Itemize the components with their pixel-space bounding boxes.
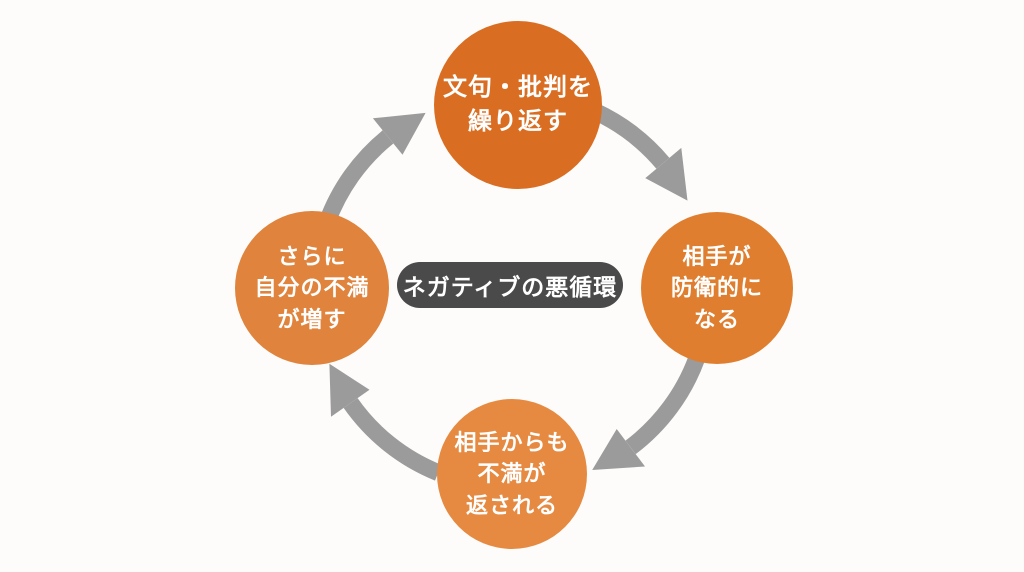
cycle-node-growing-dissatisfaction-label: さらに 自分の不満 が増す [254,241,369,335]
node-text-line: が増す [277,306,347,332]
node-text-line: 自分の不満 [254,275,370,301]
cycle-node-complaints: 文句・批判を 繰り返す [434,21,602,189]
arrow-bottom-to-left [329,363,442,481]
node-text-line: なる [693,306,740,332]
cycle-node-defensive-label: 相手が 防衛的に なる [671,241,763,335]
cycle-node-returned-dissatisfaction-label: 相手からも 不満が 返される [454,427,569,521]
cycle-node-returned-dissatisfaction: 相手からも 不満が 返される [437,399,587,549]
cycle-title-pill: ネガティブの悪循環 [397,262,623,308]
node-text-line: 不満が [477,461,547,487]
node-text-line: さらに [277,244,347,270]
node-text-line: 文句・批判を [443,73,593,101]
cycle-node-complaints-label: 文句・批判を 繰り返す [443,71,593,139]
node-text-line: 返される [465,492,558,518]
node-text-line: 防衛的に [670,275,763,301]
node-text-line: 相手が [682,244,752,270]
cycle-node-defensive: 相手が 防衛的に なる [641,212,793,364]
node-text-line: 繰り返す [468,108,568,135]
arrow-left-to-top [318,112,426,226]
arrow-right-to-bottom [592,354,706,470]
arrow-top-to-right [591,103,688,201]
node-text-line: 相手からも [454,430,570,456]
cycle-node-growing-dissatisfaction: さらに 自分の不満 が増す [235,211,389,365]
